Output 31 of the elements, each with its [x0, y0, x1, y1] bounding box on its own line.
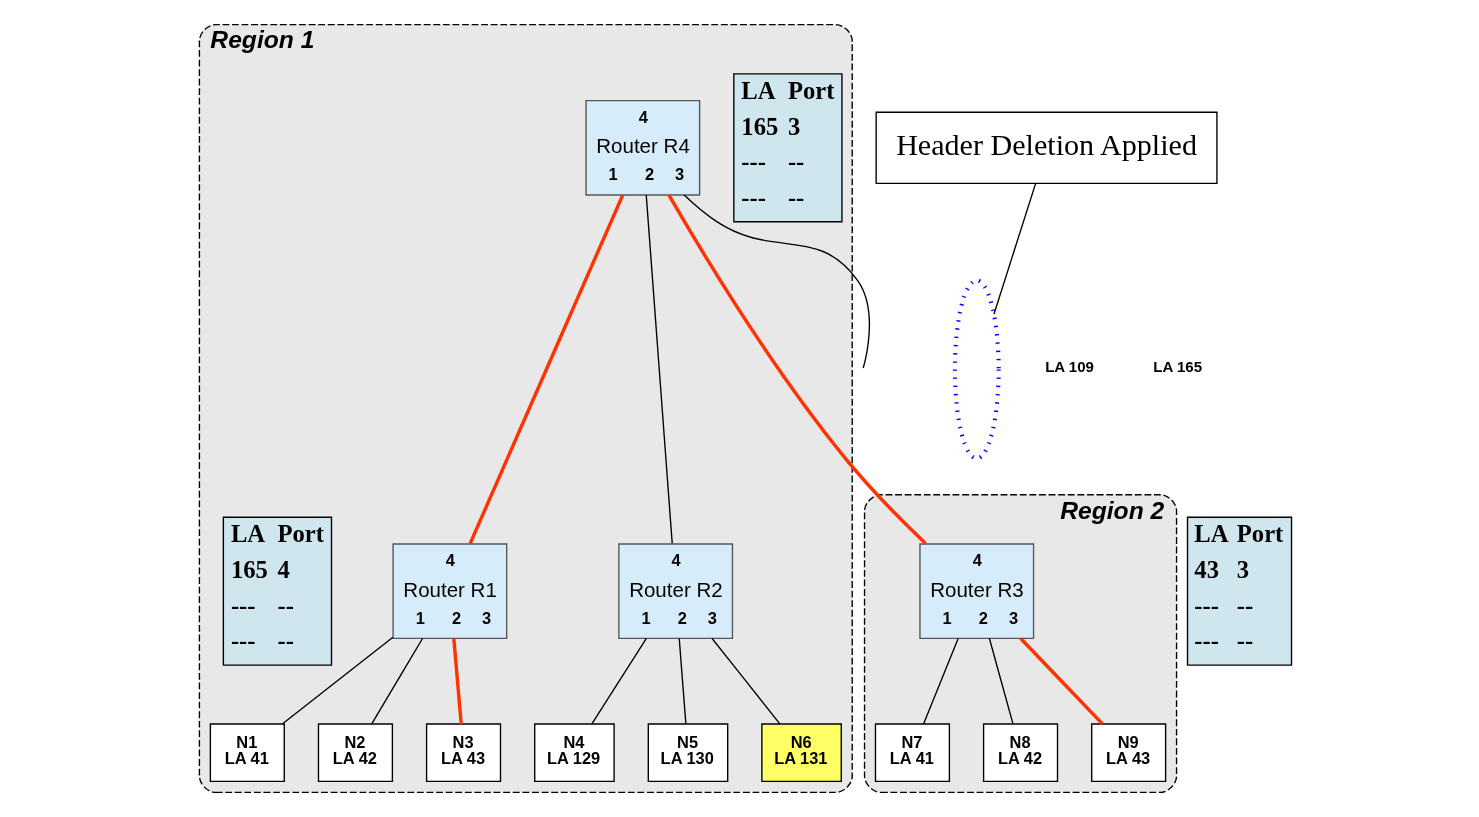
connector [468, 194, 624, 545]
connector [1018, 637, 1104, 726]
connector [281, 636, 394, 725]
connector [590, 637, 647, 725]
connector [678, 637, 687, 725]
node-box: 4 Router R3 1 2 3 [918, 543, 1034, 640]
node-ellipse [952, 278, 1001, 461]
connector [370, 637, 423, 725]
node-box: N9 LA 43 [1090, 723, 1166, 783]
node-box: N5 LA 130 [647, 723, 728, 783]
connector [451, 638, 463, 725]
node-box: 4 Router R4 1 2 3 [584, 99, 700, 196]
node-box: N1 LA 41 [209, 723, 285, 783]
node-box: N2 LA 42 [317, 723, 393, 783]
connector [710, 637, 781, 725]
connector [645, 194, 673, 545]
node-box: 4 Router R2 1 2 3 [617, 543, 733, 640]
node-box: N4 LA 129 [533, 723, 615, 783]
label: LA 109 [1044, 357, 1094, 375]
node-box: N6 LA 131 [760, 723, 842, 783]
connector [922, 637, 959, 725]
node-box: 4 Router R1 1 2 3 [391, 543, 507, 640]
connector [683, 194, 870, 369]
label: LA 165 [1152, 357, 1202, 375]
connector [666, 194, 927, 545]
node-box: Header Deletion Applied [875, 111, 1218, 185]
node-box: N7 LA 41 [874, 723, 950, 783]
connector [992, 183, 1036, 315]
node-box: N8 LA 42 [982, 723, 1058, 783]
connector [988, 637, 1014, 725]
node-box: N3 LA 43 [425, 723, 501, 783]
